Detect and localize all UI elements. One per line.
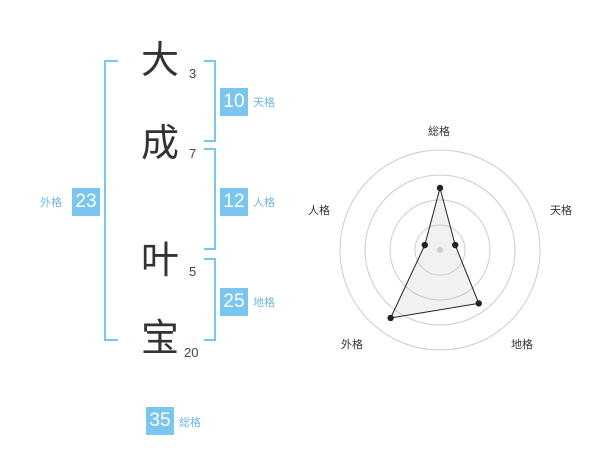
stroke-count-4: 20 <box>184 345 199 360</box>
jinkaku-label: 人格 <box>253 196 275 209</box>
name-char-3: 叶 <box>140 238 179 282</box>
radar-axis-label-gaikaku: 外格 <box>341 338 363 351</box>
radar-center-dot <box>437 247 443 253</box>
jinkaku-badge: 12 <box>220 188 248 216</box>
gaikaku-label: 外格 <box>40 196 62 209</box>
soukaku-label: 総格 <box>179 416 201 429</box>
name-char-2: 成 <box>140 121 179 165</box>
radar-grid-ring <box>389 199 491 301</box>
stroke-count-3: 5 <box>189 264 197 279</box>
radar-axis-label-tenkaku: 天格 <box>550 204 572 217</box>
chikaku-badge: 25 <box>220 288 248 316</box>
radar-point-3 <box>387 314 394 322</box>
radar-grid-ring <box>414 224 466 276</box>
tenkaku-bracket <box>204 60 216 142</box>
radar-series-area <box>389 186 480 319</box>
soukaku-badge: 35 <box>146 407 174 435</box>
radar-point-0 <box>436 184 444 192</box>
radar-axis-label-jinkaku: 人格 <box>308 204 330 217</box>
radar-point-1 <box>452 241 459 249</box>
stroke-count-2: 7 <box>189 146 197 161</box>
name-char-4: 宝 <box>140 316 179 360</box>
radar-axis-label-chikaku: 地格 <box>511 338 533 351</box>
radar-grid-ring <box>364 174 516 326</box>
gaikaku-badge: 23 <box>72 188 100 216</box>
chikaku-label: 地格 <box>253 296 275 309</box>
tenkaku-label: 天格 <box>253 96 275 109</box>
tenkaku-badge: 10 <box>220 88 248 116</box>
radar-axis-label-soukaku: 総格 <box>428 125 450 138</box>
jinkaku-bracket <box>204 148 216 250</box>
radar-point-4 <box>421 241 428 249</box>
gaikaku-bracket <box>104 60 118 341</box>
chikaku-bracket <box>204 258 216 341</box>
radar-point-2 <box>475 300 482 307</box>
radar-grid-ring <box>339 149 541 351</box>
name-char-1: 大 <box>140 38 179 82</box>
stroke-count-1: 3 <box>189 66 197 81</box>
